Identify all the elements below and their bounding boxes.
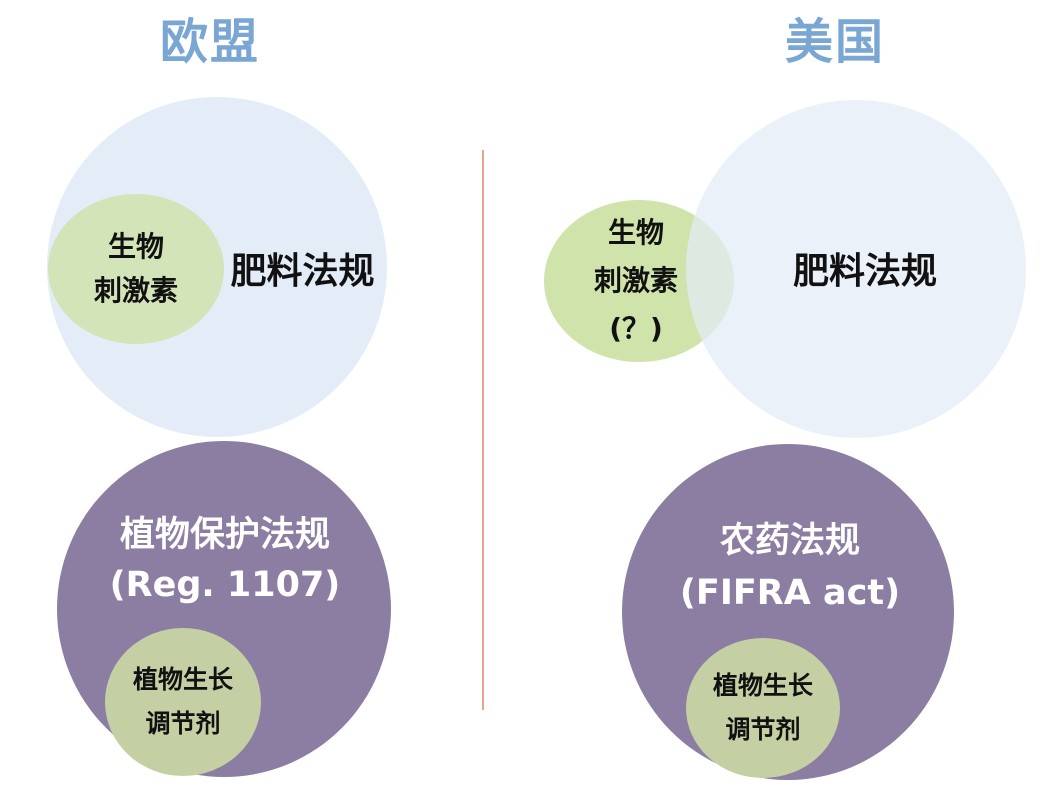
eu-fertilizer-label: 肥料法规: [230, 251, 375, 292]
us-fertilizer-label: 肥料法规: [792, 251, 937, 292]
eu-pgr-circle: [105, 628, 261, 776]
us-fertilizer-circle: [686, 100, 1026, 438]
eu-plant-protection-label: 植物保护法规 (Reg. 1107): [109, 515, 341, 605]
us-pgr-label: 植物生长 调节剂: [712, 671, 813, 744]
us-biostimulant-label: 生物 刺激素 (？): [593, 216, 678, 345]
eu-biostimulant-label: 生物 刺激素: [93, 230, 178, 307]
us-pesticide-label: 农药法规 (FIFRA act): [679, 521, 901, 613]
us-pgr-circle: [686, 638, 840, 778]
eu-heading: 欧盟: [159, 14, 260, 70]
eu-biostimulant-circle: [48, 194, 224, 344]
us-heading: 美国: [784, 14, 885, 70]
divider-line: [482, 150, 484, 710]
eu-pgr-label: 植物生长 调节剂: [132, 665, 233, 738]
